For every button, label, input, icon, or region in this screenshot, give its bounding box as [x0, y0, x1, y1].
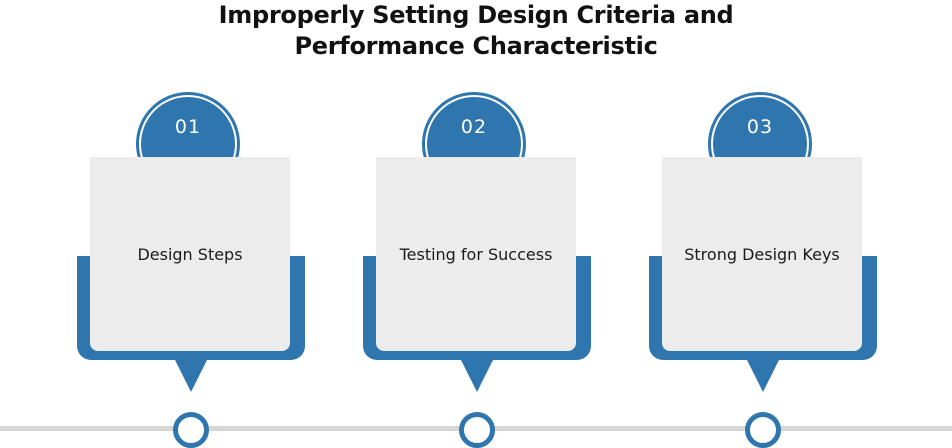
step-2-label: Testing for Success [399, 244, 553, 264]
step-1-timeline-marker [173, 412, 209, 448]
title-line-1: Improperly Setting Design Criteria and [218, 1, 734, 29]
step-1-number: 01 [174, 116, 202, 138]
step-2-number: 02 [460, 116, 488, 138]
step-1-card: Design Steps [90, 157, 290, 351]
step-1-pointer [174, 358, 208, 392]
page-title: Improperly Setting Design Criteria and P… [0, 0, 952, 62]
step-2-timeline-marker [459, 412, 495, 448]
step-1: 01 Design Steps [77, 92, 305, 448]
title-line-2: Performance Characteristic [294, 32, 658, 60]
step-2-pointer [460, 358, 494, 392]
step-2-card: Testing for Success [376, 157, 576, 351]
step-3-label: Strong Design Keys [684, 244, 840, 264]
step-2: 02 Testing for Success [363, 92, 591, 448]
step-3-pointer [746, 358, 780, 392]
step-3: 03 Strong Design Keys [649, 92, 877, 448]
step-3-card: Strong Design Keys [662, 157, 862, 351]
step-3-number: 03 [746, 116, 774, 138]
step-1-label: Design Steps [137, 244, 243, 264]
step-3-timeline-marker [745, 412, 781, 448]
